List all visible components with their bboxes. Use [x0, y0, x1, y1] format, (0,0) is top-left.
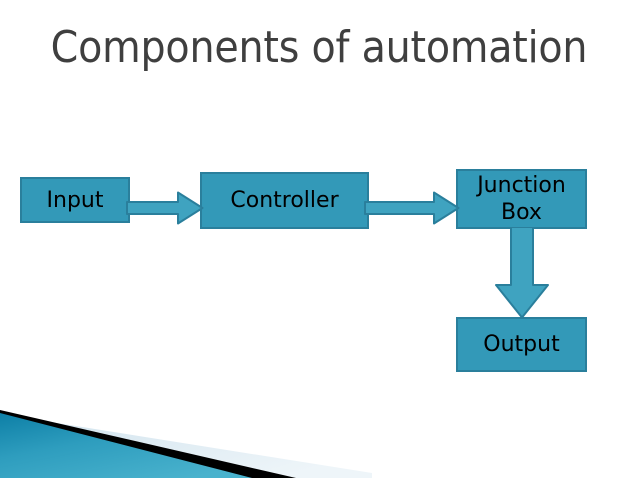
flow-node-junction-box[interactable]: Junction Box	[456, 169, 587, 229]
decorative-corner-graphic	[0, 400, 638, 478]
arrow-right-icon-controller-to-junction	[364, 191, 460, 225]
arrow-down-icon-junction-to-output	[494, 227, 550, 319]
flow-node-output[interactable]: Output	[456, 317, 587, 372]
arrow-right-icon-input-to-controller	[126, 191, 204, 225]
flow-node-input[interactable]: Input	[20, 177, 130, 223]
flow-node-controller[interactable]: Controller	[200, 172, 369, 229]
page-title: Components of automation	[50, 22, 588, 73]
